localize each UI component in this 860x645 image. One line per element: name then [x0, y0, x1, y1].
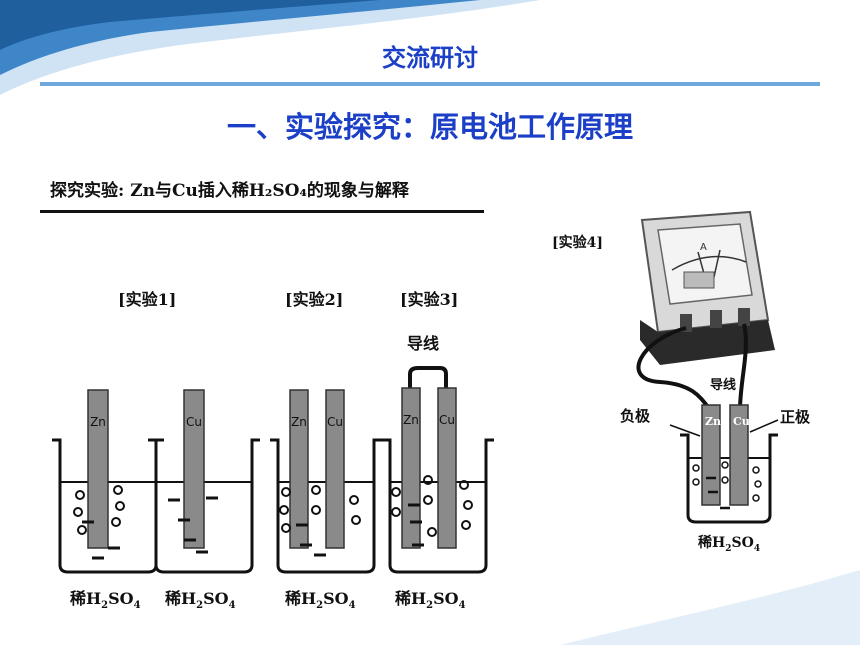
acid-label-4: 稀H2SO4 — [395, 589, 466, 612]
zn-label: Zn — [403, 413, 419, 427]
acid-label-3: 稀H2SO4 — [285, 589, 356, 612]
beaker-4: Zn Cu — [380, 366, 496, 574]
page-subtitle: 一、实验探究：原电池工作原理 — [226, 110, 633, 144]
cu-label: Cu — [439, 413, 455, 427]
experiment-2-label: [实验2] — [285, 290, 344, 309]
negative-electrode-label: 负极 — [620, 407, 651, 425]
meter-unit: A — [700, 242, 707, 253]
acid-label-2: 稀H2SO4 — [165, 589, 236, 612]
beaker-diagrams: Zn Cu Zn Cu — [50, 366, 496, 574]
experiment-4-cu-label: Cu — [733, 415, 750, 428]
cu-electrode — [325, 389, 345, 549]
wire-left — [636, 326, 712, 412]
experiment-4-label: [实验4] — [552, 235, 603, 251]
acid-label-1: 稀H2SO4 — [70, 589, 141, 612]
zn-electrode — [87, 389, 109, 549]
zn-electrode — [701, 404, 721, 506]
positive-electrode-label: 正极 — [780, 408, 811, 426]
footer-swoosh-decoration — [560, 570, 860, 645]
experiment-heading-rule — [40, 210, 484, 213]
cu-label: Cu — [327, 415, 343, 429]
cu-electrode — [729, 404, 749, 506]
experiment-4-zn-label: Zn — [705, 415, 722, 428]
cu-label: Cu — [186, 415, 202, 429]
experiment-3-label: [实验3] — [400, 290, 459, 309]
beaker-3: Zn Cu — [268, 389, 384, 574]
experiment-heading: 探究实验: Zn与Cu插入稀H₂SO₄的现象与解释 — [50, 181, 409, 201]
zn-electrode — [289, 389, 309, 549]
zn-label: Zn — [291, 415, 307, 429]
experiment-3-wire-label: 导线 — [407, 334, 440, 353]
cu-electrode — [437, 387, 457, 549]
header-divider — [40, 82, 820, 86]
experiment-1-label: [实验1] — [118, 290, 177, 309]
beaker-1: Zn — [50, 389, 166, 574]
cu-electrode — [183, 389, 205, 549]
zn-electrode — [401, 387, 421, 549]
wire — [408, 366, 448, 388]
header-wave-decoration — [0, 0, 540, 95]
beaker-2: Cu — [146, 389, 262, 574]
header-title: 交流研讨 — [382, 44, 478, 72]
experiment-4-acid-label: 稀H2SO4 — [698, 535, 761, 554]
wire-right — [738, 323, 748, 411]
experiment-4-galvanometer-diagram: A — [636, 210, 779, 524]
experiment-4-wire-label: 导线 — [710, 378, 737, 393]
zn-label: Zn — [90, 415, 106, 429]
